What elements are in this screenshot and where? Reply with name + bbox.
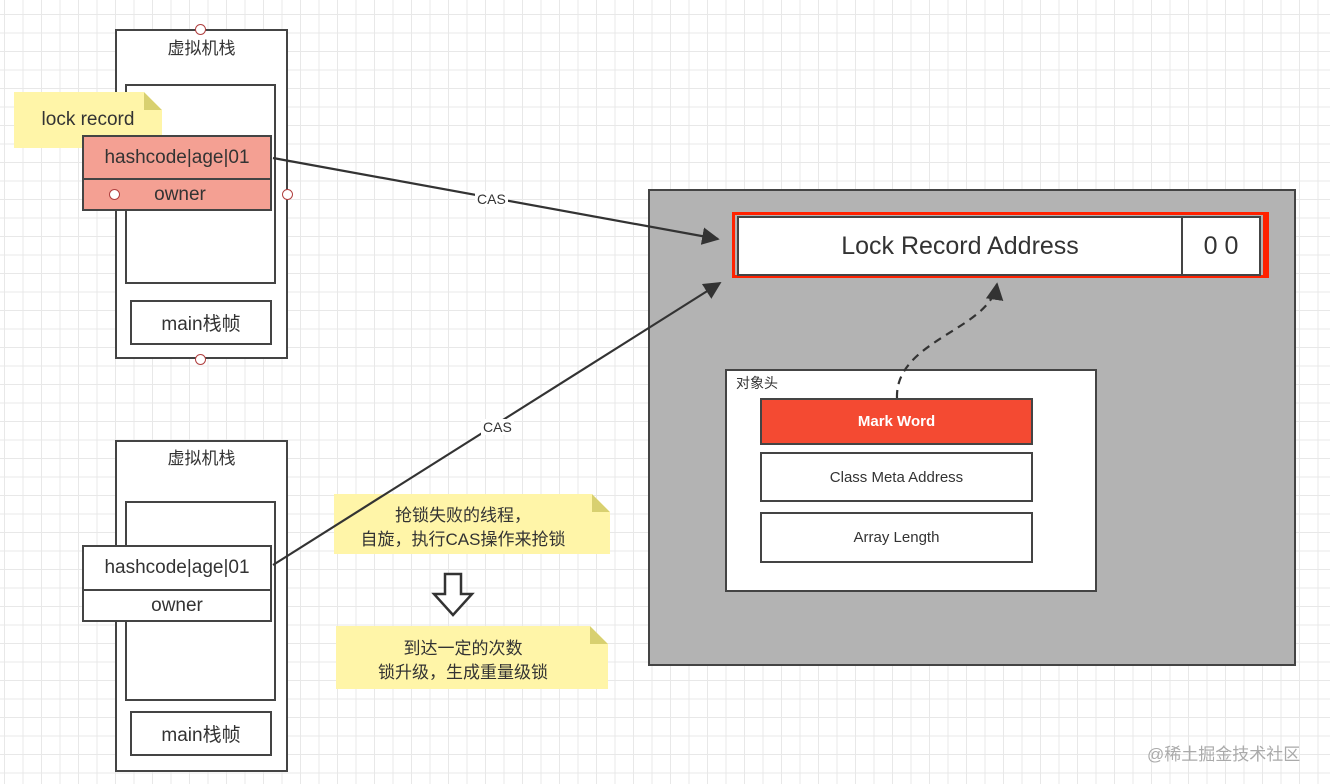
array-length-row: Array Length: [760, 512, 1033, 563]
lock-record-note-text: lock record: [41, 109, 135, 130]
upgrade-note-line2: 锁升级，生成重量级锁: [378, 662, 548, 682]
lock-record-address-text: Lock Record Address: [841, 231, 1079, 260]
array-length-label: Array Length: [853, 529, 940, 546]
connection-handle-right[interactable]: [282, 189, 293, 200]
thread2-hash-cell: hashcode|age|01: [82, 545, 272, 591]
cas-label-top: CAS: [475, 191, 508, 207]
down-arrow-icon: [431, 572, 475, 617]
lock-bits-cell: 0 0: [1181, 216, 1261, 276]
lock-bits-text: 0 0: [1203, 231, 1239, 260]
spin-note-line1: 抢锁失败的线程，: [395, 505, 531, 525]
thread1-stack-title: 虚拟机栈: [167, 38, 236, 58]
class-meta-address-row: Class Meta Address: [760, 452, 1033, 502]
mark-word-row: Mark Word: [760, 398, 1033, 445]
connection-handle-bottom[interactable]: [195, 354, 206, 365]
class-meta-address-label: Class Meta Address: [829, 468, 964, 486]
connection-handle-left[interactable]: [109, 189, 120, 200]
thread2-stack-title: 虚拟机栈: [167, 448, 236, 468]
connection-handle-top[interactable]: [195, 24, 206, 35]
cas-label-bottom: CAS: [481, 419, 514, 435]
note-fold-icon: [590, 626, 608, 644]
lock-record-address-cell: Lock Record Address: [737, 216, 1182, 276]
mark-word-expanded: [732, 212, 1269, 278]
spin-note: 抢锁失败的线程， 自旋，执行CAS操作来抢锁: [334, 494, 610, 554]
upgrade-note: 到达一定的次数 锁升级，生成重量级锁: [336, 626, 608, 689]
spin-note-line2: 自旋，执行CAS操作来抢锁: [360, 529, 566, 549]
thread2-main-frame: main栈帧: [130, 711, 272, 756]
thread2-owner-cell: owner: [82, 589, 272, 622]
mark-word-label: Mark Word: [857, 413, 936, 430]
thread1-hash-cell: hashcode|age|01: [82, 135, 272, 180]
thread1-owner-cell: owner: [82, 178, 272, 211]
watermark: @稀土掘金技术社区: [1147, 745, 1301, 764]
thread1-main-frame: main栈帧: [130, 300, 272, 345]
note-fold-icon: [592, 494, 610, 512]
object-header-title: 对象头: [736, 375, 778, 391]
upgrade-note-line1: 到达一定的次数: [403, 638, 523, 658]
